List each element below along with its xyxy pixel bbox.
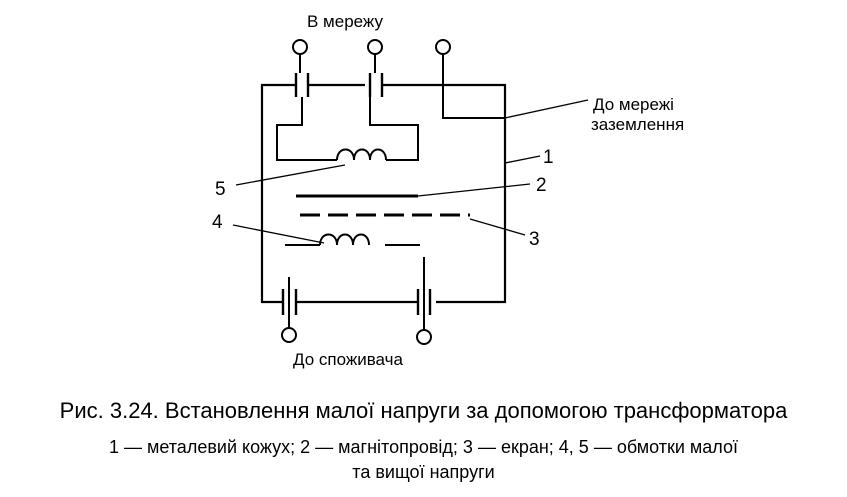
to-network-label: В мережу — [307, 12, 383, 31]
top-capacitor-right — [368, 73, 384, 97]
to-ground-label-line2: заземлення — [591, 115, 684, 134]
to-ground-label-line1: До мережі — [593, 95, 674, 114]
figure-caption-line2: 1 — металевий кожух; 2 — магнітопровід; … — [108, 437, 739, 457]
leader-lines — [232, 99, 589, 244]
high-voltage-winding — [276, 97, 419, 161]
callout-3: 3 — [529, 229, 540, 250]
top-terminal-3-ground — [435, 39, 505, 119]
bottom-terminal-2 — [416, 257, 432, 345]
top-capacitor-left — [294, 73, 310, 97]
top-terminal-2 — [367, 39, 383, 73]
callout-1: 1 — [543, 147, 554, 168]
callout-4: 4 — [212, 212, 223, 233]
low-voltage-winding — [285, 233, 420, 246]
figure-caption-line3: та вищої напруги — [352, 462, 495, 482]
figure-caption-title: Рис. 3.24. Встановлення малої напруги за… — [59, 398, 788, 423]
callout-2: 2 — [536, 175, 547, 196]
bottom-capacitor-left — [281, 289, 298, 315]
top-terminal-1 — [292, 39, 308, 73]
bottom-capacitor-right — [416, 289, 432, 315]
transformer-diagram: В мережу До мережі заземлення До спожива… — [212, 12, 684, 369]
bottom-terminal-1 — [281, 277, 297, 343]
callout-5: 5 — [215, 179, 226, 200]
to-consumer-label: До споживача — [293, 350, 403, 369]
